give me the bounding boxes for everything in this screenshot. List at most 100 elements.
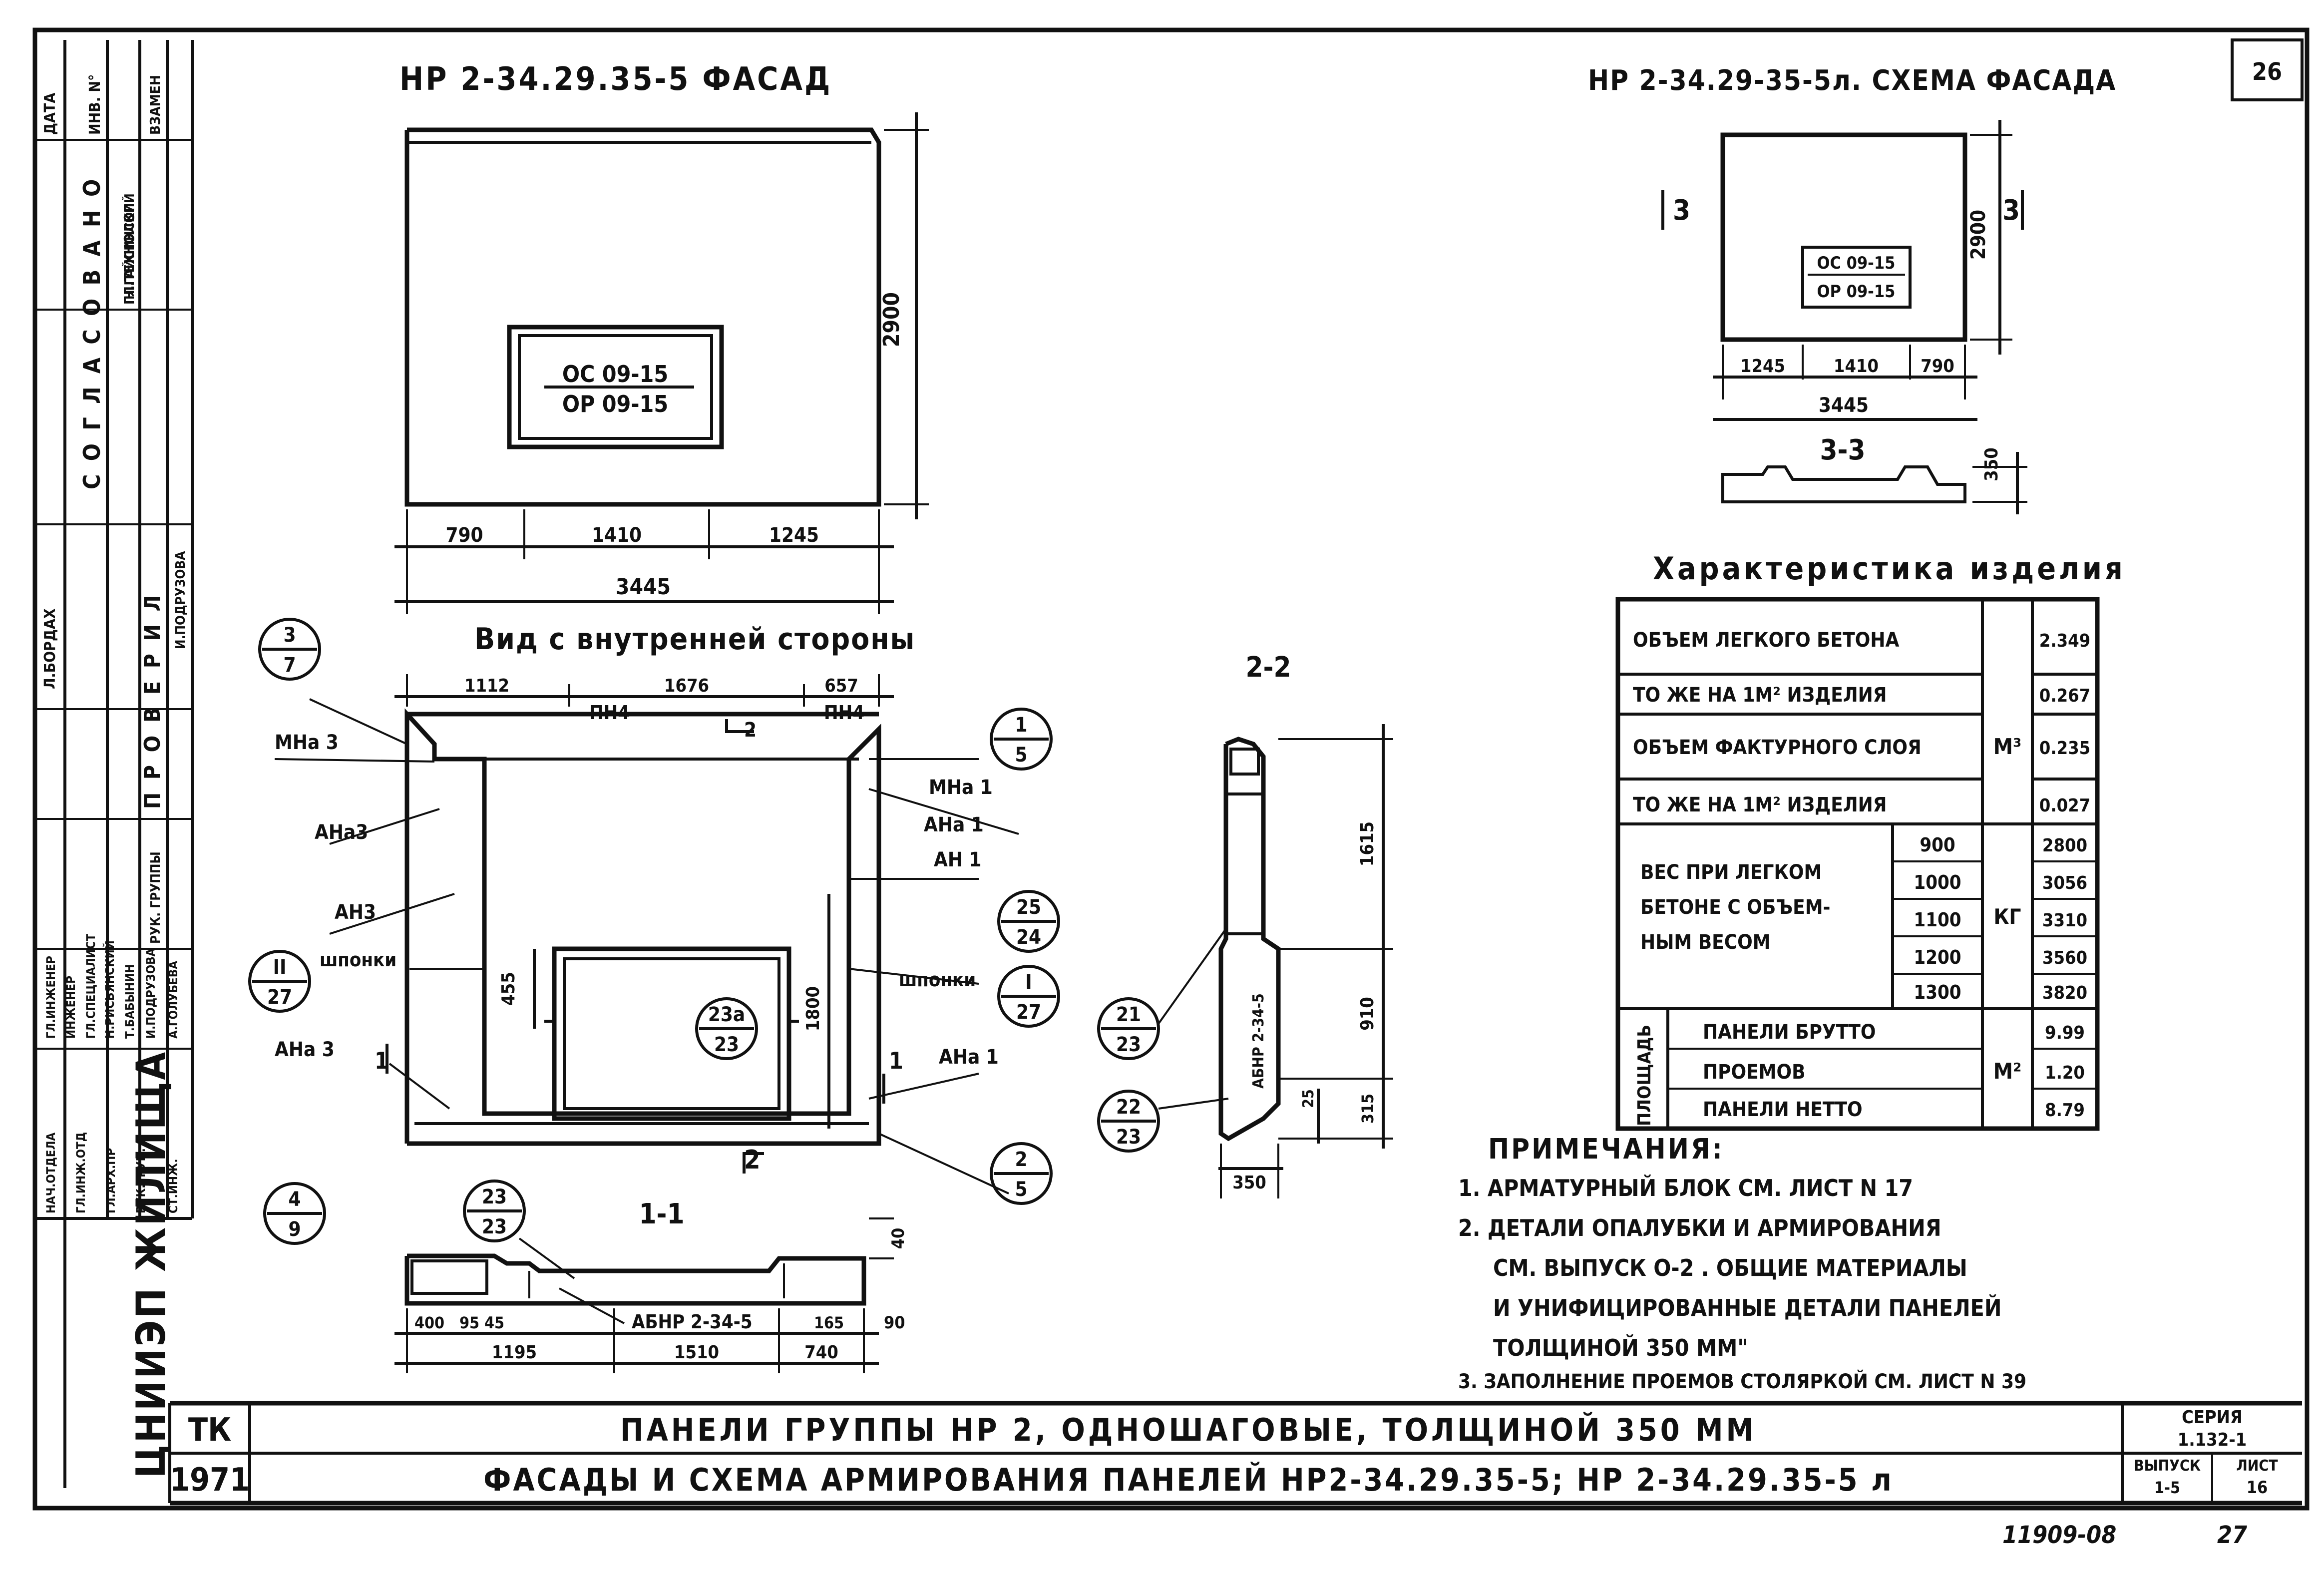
char-area-3-label: ПАНЕЛИ НЕТТО [1703, 1098, 1863, 1121]
callout-2-5 [990, 1142, 1053, 1205]
char-row-3-label: ОБЪЕМ ФАКТУРНОГО СЛОЯ [1633, 736, 1922, 759]
inner-label-shponki-left: шпонки [320, 949, 396, 971]
inner-dim-top-1: 1112 [464, 676, 509, 696]
inner-title: Вид с внутренней стороны [474, 622, 915, 657]
char-weight-5-value: 3820 [2042, 983, 2087, 1003]
scheme-title: НР 2-34.29-35-5л. СХЕМА ФАСАДА [1588, 64, 2116, 97]
section22-dim-1615: 1615 [1357, 821, 1378, 866]
section22-dim-910: 910 [1357, 997, 1378, 1031]
char-area-2-label: ПРОЕМОВ [1703, 1061, 1806, 1084]
scheme-window-top: ОС 09-15 [1817, 253, 1896, 273]
char-row-2-label: ТО ЖЕ НА 1М² ИЗДЕЛИЯ [1633, 684, 1887, 707]
section11-callout-top: 23 [482, 1186, 507, 1208]
char-weight-4-density: 1200 [1914, 946, 1961, 968]
inner-dim-top-3: 657 [824, 676, 858, 696]
title-sheet-label: ЛИСТ [2236, 1457, 2278, 1475]
callout-23a-23-top: 23а [708, 1003, 745, 1026]
char-weight-4-value: 3560 [2042, 948, 2087, 968]
sidebar-staff-7: А.ГОЛУБЕВА [166, 961, 180, 1039]
scheme-window-bottom: ОР 09-15 [1817, 282, 1896, 302]
sidebar-data: ДАТА [41, 93, 59, 135]
sidebar-role-1: НАЧ.ОТДЕЛА [44, 1133, 58, 1213]
section11-dim-1510: 1510 [674, 1342, 719, 1363]
section22-title: 2-2 [1245, 651, 1291, 684]
footer-code: 11909-08 [2002, 1521, 2116, 1549]
sidebar-staff-3: ГЛ.СПЕЦИАЛИСТ [84, 934, 98, 1039]
sidebar-bordah: Л.БОРДАХ [41, 608, 59, 689]
char-weight-unit: КГ [1994, 904, 2021, 929]
sidebar-tehnolog-name: Н.ГАЙСИНСКИЙ [121, 193, 137, 300]
inner-dim-1800: 1800 [803, 986, 823, 1031]
callout-1-5 [990, 708, 1053, 771]
char-row-4-value: 0.027 [2039, 795, 2090, 816]
callout-i-27-bottom: 27 [1016, 1001, 1041, 1024]
char-weight-label-1: ВЕС ПРИ ЛЕГКОМ [1640, 861, 1822, 884]
callout-23a-23 [695, 997, 758, 1060]
inner-cut-top: 2 [744, 719, 757, 742]
inner-label-ana3-bottom: АНа 3 [275, 1038, 335, 1061]
section11-dim-95: 95 [459, 1313, 479, 1332]
facade-window-bottom: ОР 09-15 [562, 391, 668, 417]
sidebar-role-2: ГЛ.ИНЖ.ОТД [74, 1132, 88, 1213]
facade-dim-left: 790 [445, 524, 483, 547]
char-weight-label-3: НЫМ ВЕСОМ [1640, 931, 1771, 954]
char-row-1-value: 2.349 [2039, 631, 2090, 651]
sidebar-role-4: РУК.ГРУП. [134, 1148, 148, 1213]
inner-dim-455: 455 [498, 972, 519, 1006]
section22-callout-1 [1097, 997, 1160, 1060]
callout-ii-27-top: II [273, 956, 287, 979]
title-line-1: ПАНЕЛИ ГРУППЫ НР 2, ОДНОШАГОВЫЕ, ТОЛЩИНО… [620, 1412, 1757, 1448]
inner-label-ana3-top: АНа3 [315, 821, 368, 844]
section22-dim-350: 350 [1232, 1173, 1266, 1193]
callout-4-9 [263, 1182, 326, 1245]
section11-dim-740: 740 [804, 1342, 838, 1363]
callout-1-5-top: 1 [1015, 714, 1027, 737]
sidebar: С О Г Л А С О В А Н О ДАТА ИНВ. N° ВЗАМЕ… [35, 40, 194, 1488]
sidebar-ruk-grup: РУК. ГРУППЫ [148, 851, 163, 944]
sidebar-inv: ИНВ. N° [86, 74, 104, 135]
inner-label-ana1-bottom: АНа 1 [939, 1046, 999, 1069]
section22-callout-1-top: 21 [1116, 1003, 1141, 1026]
callout-ii-27-bottom: 27 [267, 986, 292, 1009]
facade-dim-height: 2900 [879, 292, 904, 347]
scheme-dim-left: 1245 [1740, 356, 1785, 377]
notes-line-4: И УНИФИЦИРОВАННЫЕ ДЕТАЛИ ПАНЕЛЕЙ [1493, 1294, 2001, 1321]
char-area-1-value: 9.99 [2045, 1023, 2085, 1043]
inner-cut-bottom: 2 [744, 1145, 761, 1175]
characteristics-title: Характеристика изделия [1653, 550, 2126, 587]
callout-i-27-top: I [1025, 971, 1032, 994]
title-issue-label: ВЫПУСК [2134, 1457, 2201, 1475]
char-weight-1-density: 900 [1920, 834, 1955, 856]
char-area-unit: М² [1993, 1059, 2022, 1084]
title-issue-value: 1-5 [2154, 1478, 2180, 1497]
callout-3-7 [258, 618, 321, 681]
callout-ii-27 [248, 950, 311, 1013]
page-number: 26 [2252, 58, 2282, 86]
facade-dim-mid: 1410 [592, 524, 642, 547]
page-number-box [2231, 38, 2304, 101]
section22-callout-2-top: 22 [1116, 1096, 1141, 1119]
sidebar-role-3: ГЛ.АРХ.ПР [104, 1148, 118, 1213]
sheet-border [32, 27, 2310, 1511]
section22-dim-25: 25 [1300, 1089, 1317, 1108]
inner-label-pn4-left: ПН4 [589, 702, 630, 724]
scheme-cut-right: 3 [2002, 194, 2020, 227]
callout-i-27 [997, 965, 1060, 1028]
scheme-section-title: 3-3 [1820, 434, 1865, 466]
facade-title: НР 2-34.29.35-5 ФАСАД [399, 61, 832, 98]
char-area-1-label: ПАНЕЛИ БРУТТО [1703, 1021, 1876, 1044]
title-line-2: ФАСАДЫ И СХЕМА АРМИРОВАНИЯ ПАНЕЛЕЙ НР2-3… [483, 1462, 1894, 1498]
inner-dim-top-2: 1676 [664, 676, 709, 696]
callout-3-7-bottom: 7 [283, 654, 296, 677]
char-row-4-label: ТО ЖЕ НА 1М² ИЗДЕЛИЯ [1633, 793, 1887, 816]
char-weight-3-value: 3310 [2042, 910, 2087, 931]
section11-dim-165: 165 [814, 1313, 844, 1332]
section11-title: 1-1 [639, 1198, 684, 1230]
title-sheet-value: 16 [2247, 1478, 2268, 1498]
title-tk: ТК [188, 1412, 231, 1449]
callout-25-24-bottom: 24 [1016, 926, 1041, 949]
sidebar-staff-5: Т.БАБЫНИН [123, 964, 137, 1039]
inner-label-mna1: МНа 1 [929, 776, 993, 799]
sidebar-vzamen: ВЗАМЕН [147, 75, 163, 135]
scheme-dim-right: 790 [1921, 356, 1954, 377]
